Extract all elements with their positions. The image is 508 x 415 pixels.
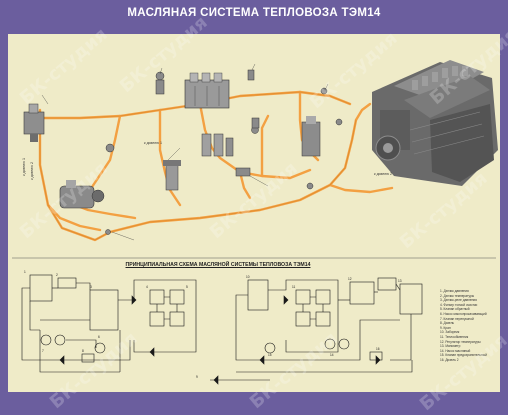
legend-item: 5. Клапан обратный <box>440 307 470 312</box>
small-fittings <box>105 69 343 235</box>
svg-text:7: 7 <box>42 349 44 353</box>
svg-text:11: 11 <box>292 285 296 289</box>
svg-text:5: 5 <box>186 285 188 289</box>
legend-item: 1. Датчик давления <box>440 289 469 293</box>
legend-item: 9. Кран <box>440 325 451 330</box>
legend-item: 14. Насос масляный <box>440 348 471 353</box>
legend-item: 15. Клапан предохранительный <box>440 353 487 358</box>
legend-item: 6. Насос маслопрокачивающий <box>440 311 487 316</box>
pipe-label-to-diesel-1: к дизелю 1 <box>144 141 162 145</box>
oil-pipes <box>38 90 394 242</box>
svg-text:6: 6 <box>98 335 100 339</box>
pipe-label-from-diesel: к дизелю 2 <box>30 162 34 180</box>
legend-item: 16. Дизель 2 <box>440 357 459 362</box>
svg-text:14: 14 <box>330 353 334 357</box>
schematic-title: ПРИНЦИПИАЛЬНАЯ СХЕМА МАСЛЯНОЙ СИСТЕМЫ ТЕ… <box>125 262 311 268</box>
legend-item: 8. Дизель <box>440 321 455 326</box>
pump-unit <box>59 180 105 209</box>
svg-text:8: 8 <box>82 349 84 353</box>
centrifuge-block <box>184 72 230 109</box>
svg-text:3: 3 <box>90 285 92 289</box>
legend-item: 7. Клапан перепускной <box>440 316 474 321</box>
legend-item: 11. Теплообменник <box>440 334 469 339</box>
pipe-label-to-diesel-2: к дизелю 2 <box>374 172 392 176</box>
svg-text:9: 9 <box>196 375 198 379</box>
svg-text:16: 16 <box>376 347 380 351</box>
svg-text:15: 15 <box>268 353 272 357</box>
regulator-unit <box>163 160 181 191</box>
schematic-left-symbols <box>59 295 219 385</box>
poster: МАСЛЯНАЯ СИСТЕМА ТЕПЛОВОЗА ТЭМ14 <box>8 7 508 415</box>
svg-text:10: 10 <box>246 275 250 279</box>
legend-item: 2. Датчик температуры <box>440 293 475 298</box>
svg-text:4: 4 <box>146 285 148 289</box>
filter-pair <box>201 133 234 157</box>
legend-item: 3. Датчик-реле давления <box>440 298 477 303</box>
pipe-label-to-diesel-3: к дизелю 1 <box>22 158 26 176</box>
oil-filter-left <box>23 103 45 142</box>
legend-list: 1. Датчик давления 2. Датчик температуры… <box>440 289 502 363</box>
svg-text:1: 1 <box>24 270 26 274</box>
legend-item: 4. Фильтр тонкой очистки <box>440 302 478 307</box>
legend-item: 10. Заборник <box>440 330 460 335</box>
svg-text:2: 2 <box>56 273 58 277</box>
schematic-right <box>235 277 423 381</box>
schematic-right-symbols <box>259 295 381 365</box>
legend-item: 12. Регулятор температуры <box>440 339 481 344</box>
heat-exchanger <box>301 116 321 157</box>
svg-text:12: 12 <box>348 277 352 281</box>
svg-text:13: 13 <box>398 279 402 283</box>
legend-item: 13. Манометр <box>440 344 461 349</box>
poster-title: МАСЛЯНАЯ СИСТЕМА ТЕПЛОВОЗА ТЭМ14 <box>127 7 381 19</box>
engine-render <box>372 60 498 186</box>
schematic-left <box>21 274 240 381</box>
